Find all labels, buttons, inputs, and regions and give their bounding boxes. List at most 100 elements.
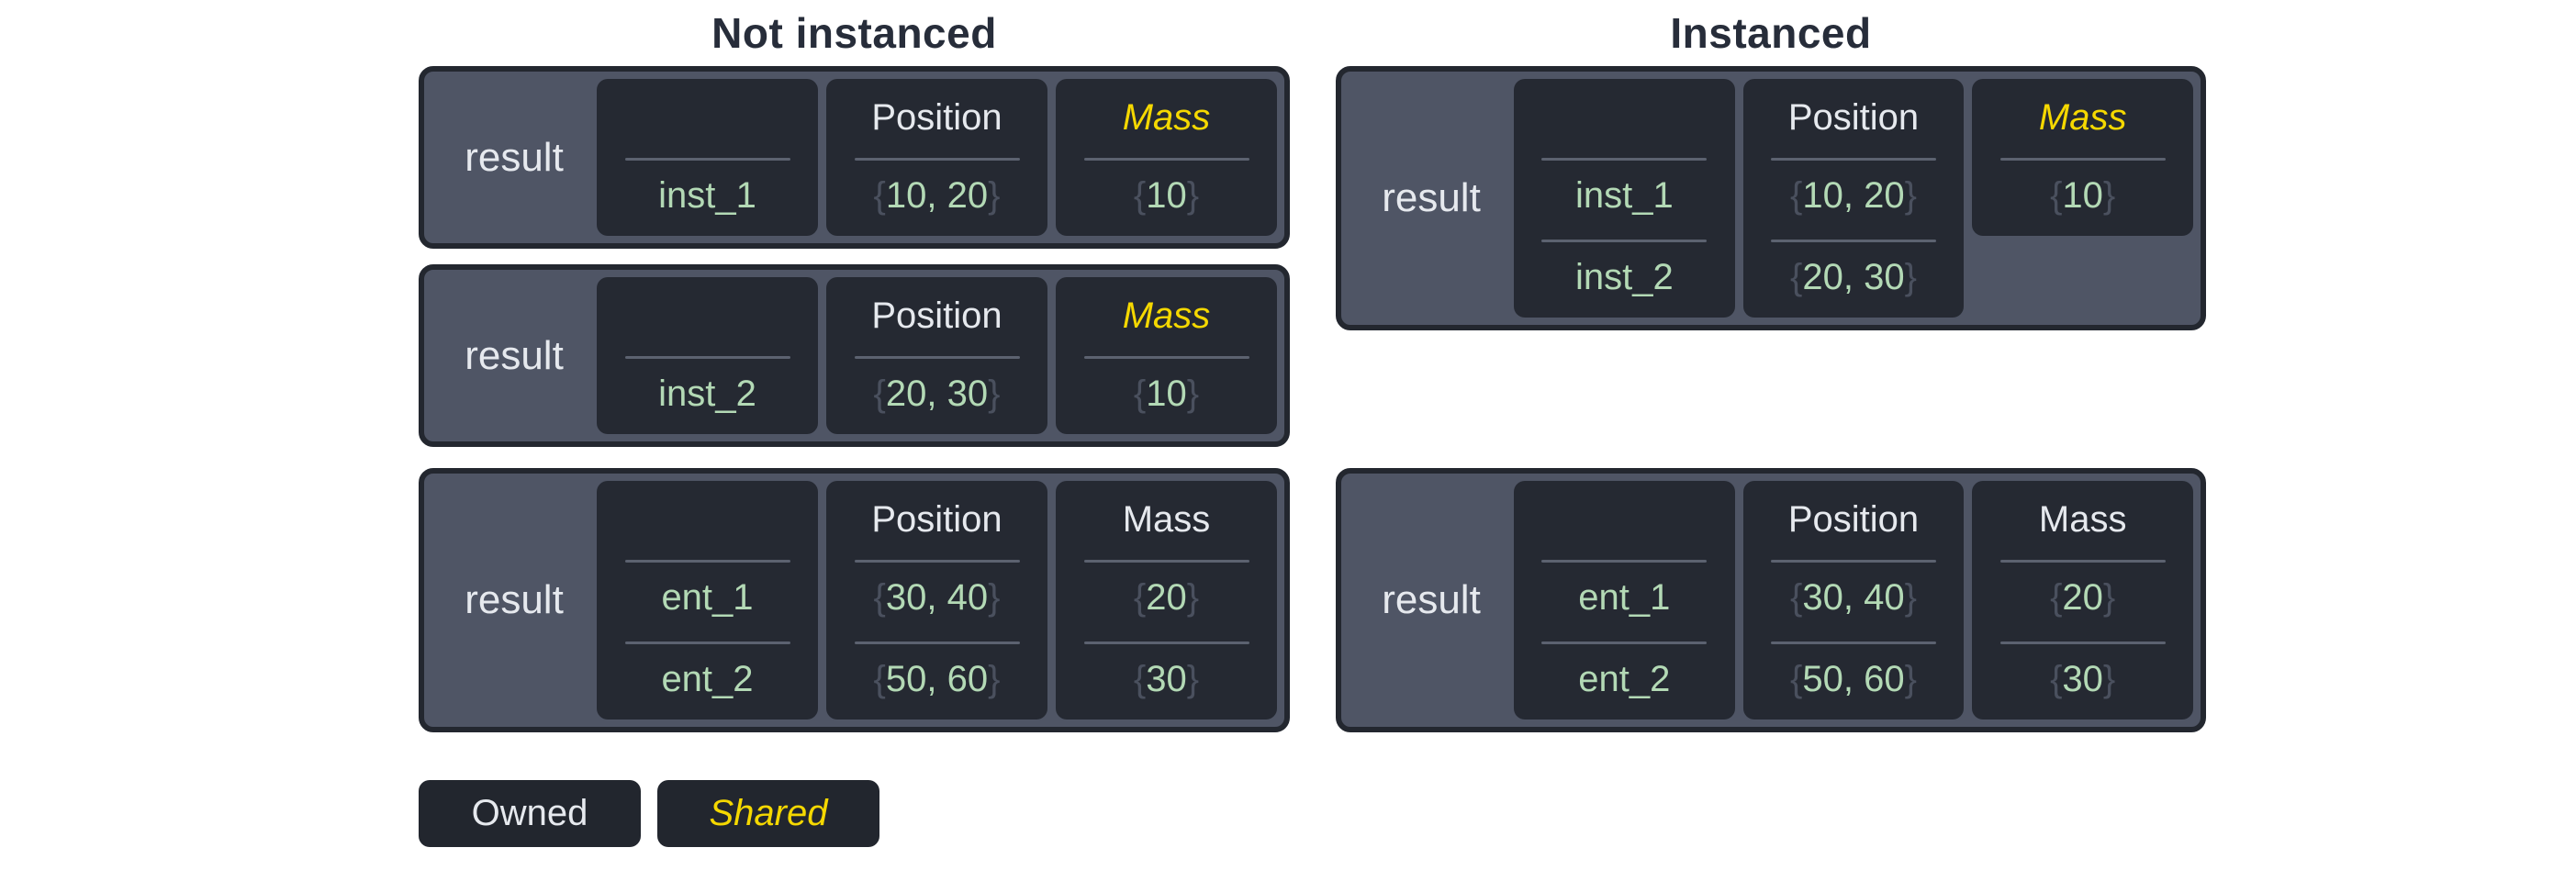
cell-number: 10 — [2062, 175, 2103, 216]
section-title: Not instanced — [711, 9, 997, 57]
close-brace: } — [1904, 659, 1917, 699]
entity-column: inst_1 inst_2 — [1514, 79, 1735, 318]
cell-divider — [624, 158, 790, 161]
open-brace: { — [2050, 577, 2063, 618]
legend-shared: Shared — [657, 780, 879, 847]
column-header: Mass — [2038, 97, 2127, 138]
close-brace: } — [988, 175, 1001, 216]
cell-number: 30, 40 — [885, 577, 989, 618]
component-column-position: Position {30, 40} {50, 60} — [1742, 481, 1965, 719]
open-brace: { — [873, 577, 886, 618]
entity-column: inst_1 — [597, 79, 818, 236]
row-label: result — [465, 332, 564, 378]
cell-value: ent_1 — [1578, 577, 1671, 618]
cell-value: inst_2 — [1574, 257, 1674, 297]
cell-value: {20, 30} — [1790, 255, 1917, 299]
close-brace: } — [2102, 175, 2116, 216]
legend-owned-label: Owned — [471, 793, 588, 833]
cell-divider — [854, 560, 1020, 563]
column-header: Position — [1787, 97, 1920, 138]
close-brace: } — [1904, 577, 1917, 618]
cell-value: {30, 40} — [1790, 575, 1917, 619]
cell-number: 50, 60 — [885, 659, 989, 699]
cell-number: 20 — [2062, 577, 2103, 618]
cell-value: ent_1 — [661, 577, 754, 618]
cell-value: {50, 60} — [1790, 657, 1917, 701]
cell-divider — [1771, 240, 1936, 242]
cell-number: 10, 20 — [1802, 175, 1905, 216]
open-brace: { — [873, 659, 886, 699]
cell-value: {30, 40} — [874, 575, 1001, 619]
cell-value: inst_1 — [658, 175, 756, 216]
column-header: Position — [871, 296, 1002, 336]
open-brace: { — [873, 175, 886, 216]
cell-divider — [1999, 560, 2166, 563]
column-header: Mass — [1122, 499, 1211, 540]
open-brace: { — [1790, 175, 1803, 216]
open-brace: { — [1790, 659, 1803, 699]
cell-number: 10 — [1146, 374, 1187, 414]
entity-column: ent_1 ent_2 — [597, 481, 818, 719]
cell-divider — [1541, 560, 1708, 563]
column-header: Mass — [1122, 97, 1211, 138]
open-brace: { — [1133, 659, 1147, 699]
component-column-mass: Mass {20} {30} — [1056, 481, 1277, 719]
column-header: Position — [1787, 499, 1920, 540]
cell-divider — [1541, 240, 1708, 242]
cell-number: 30 — [1146, 659, 1187, 699]
cell-divider — [1771, 560, 1936, 563]
column-header: Position — [871, 499, 1002, 540]
cell-value: inst_1 — [1574, 175, 1674, 216]
row-label: result — [465, 577, 564, 622]
close-brace: } — [1904, 175, 1917, 216]
cell-number: 20 — [1146, 577, 1187, 618]
cell-number: 50, 60 — [1802, 659, 1905, 699]
component-column-mass: Mass{10} — [1972, 79, 2194, 236]
close-brace: } — [1904, 257, 1917, 297]
close-brace: } — [2102, 659, 2116, 699]
cell-divider — [1083, 158, 1249, 161]
cell-divider — [1541, 158, 1708, 161]
cell-divider — [1083, 356, 1249, 359]
open-brace: { — [2050, 659, 2063, 699]
cell-value: {20} — [1134, 575, 1199, 619]
cell-value: {50, 60} — [874, 657, 1001, 701]
cell-number: 10 — [1146, 175, 1187, 216]
close-brace: } — [1186, 659, 1200, 699]
cell-value: {10} — [1134, 173, 1199, 218]
cell-divider — [624, 641, 790, 644]
cell-value: inst_2 — [658, 374, 756, 414]
component-column-mass: Mass{20}{30} — [1972, 481, 2194, 719]
row-label: result — [465, 134, 564, 180]
cell-divider — [624, 356, 790, 359]
open-brace: { — [1790, 257, 1803, 297]
cell-value: {30} — [2050, 657, 2115, 701]
legend-shared-label: Shared — [709, 793, 828, 833]
open-brace: { — [873, 374, 886, 414]
cell-number: 30 — [2062, 659, 2103, 699]
cell-value: {10, 20} — [1790, 173, 1917, 218]
cell-number: 20, 30 — [1802, 257, 1905, 297]
component-column-mass: Mass{10} — [1056, 277, 1277, 434]
close-brace: } — [1186, 175, 1200, 216]
cell-divider — [854, 641, 1020, 644]
cell-divider — [624, 560, 790, 563]
section-title: Instanced — [1670, 9, 1872, 57]
row-label: result — [1382, 577, 1481, 622]
cell-divider — [1999, 158, 2166, 161]
component-column-position: Position{20, 30} — [826, 277, 1047, 434]
cell-divider — [1083, 560, 1249, 563]
cell-number: 10, 20 — [885, 175, 989, 216]
cell-value: ent_2 — [661, 659, 754, 699]
cell-divider — [1771, 641, 1936, 644]
